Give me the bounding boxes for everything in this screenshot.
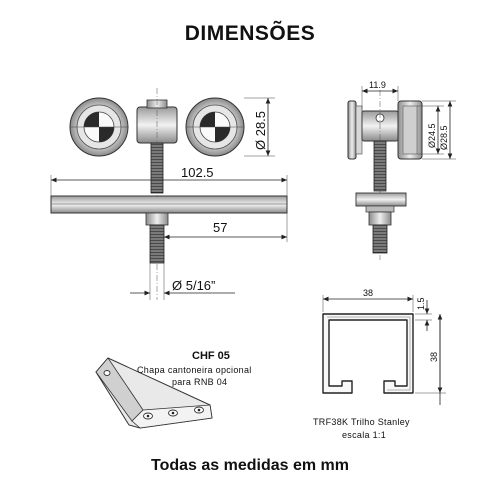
side-width-dim: 11.9	[369, 80, 386, 90]
rail-caption-line2: escala 1:1	[342, 430, 386, 440]
front-height-dim: Ø 28.5	[253, 111, 268, 150]
threaded-stem	[150, 142, 164, 194]
bracket-desc-line1: Chapa cantoneira opcional	[137, 365, 252, 375]
side-diameter-inner-dim: Ø24.5	[427, 123, 437, 148]
bracket-code: CHF 05	[192, 350, 230, 362]
rail-height-dim: 38	[429, 352, 439, 362]
rail-thickness-dim: 1.5	[416, 297, 426, 310]
right-wheel	[185, 97, 245, 157]
bracket-desc-line2: para RNB 04	[172, 377, 227, 387]
bracket-drawing	[95, 357, 213, 429]
front-thread-dim: Ø 5/16”	[172, 278, 215, 293]
side-view: 11.9 Ø24.5 Ø28.5	[347, 80, 456, 260]
rail-width-dim: 38	[363, 288, 373, 298]
side-diameter-outer-dim: Ø28.5	[439, 125, 449, 150]
rail-bar	[50, 195, 288, 214]
rail-caption-line1: TRF38K Trilho Stanley	[313, 417, 410, 427]
left-wheel	[69, 97, 129, 157]
front-width-dim: 102.5	[181, 165, 214, 180]
units-note: Todas as medidas em mm	[151, 457, 349, 474]
front-stem-dim: 57	[213, 220, 227, 235]
page-title: DIMENSÕES	[184, 22, 316, 45]
rail-profile: 38 1.5 38	[322, 288, 446, 405]
front-view: Ø 28.5 102.5 57 Ø 5/16”	[50, 88, 288, 300]
